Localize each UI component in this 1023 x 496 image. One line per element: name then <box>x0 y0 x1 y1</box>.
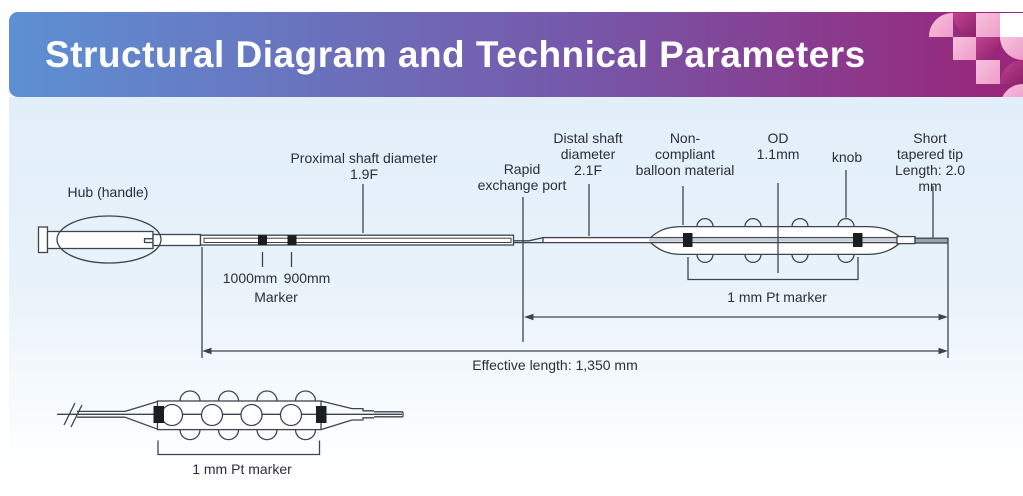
leader-lines <box>362 170 934 342</box>
detail-knob-top-2 <box>217 390 240 402</box>
arrowhead <box>938 313 948 321</box>
detail-tip-step-bottom <box>352 417 374 421</box>
detail-inner-circle-3 <box>240 403 263 427</box>
shaft-marker-1000mm <box>258 235 267 245</box>
detail-knob-bottom-4 <box>294 429 317 441</box>
hub-luer-cap <box>37 226 49 254</box>
balloon-knob-top-1 <box>696 218 714 227</box>
balloon-knob-bottom-2 <box>744 254 762 263</box>
tip-assembly <box>896 235 949 245</box>
pt-marker-left <box>683 233 693 247</box>
hub-label: Hub (handle) <box>67 184 149 200</box>
arrowhead <box>524 313 534 321</box>
header-banner: Structural Diagram and Technical Paramet… <box>9 12 1023 97</box>
tapered-tip <box>914 237 949 244</box>
balloon <box>542 218 916 263</box>
page-title: Structural Diagram and Technical Paramet… <box>45 33 866 75</box>
pt-marker-right <box>853 233 863 247</box>
balloon-knob-bottom-1 <box>696 254 714 263</box>
balloon-knob-bottom-4 <box>837 254 855 263</box>
od-label: OD 1.1mm <box>756 130 800 162</box>
balloon-material-label: Non- compliant balloon material <box>635 130 735 178</box>
mosaic-tile <box>976 13 1000 37</box>
marker-900mm-label: 900mm <box>283 270 331 286</box>
shaft-marker-900mm <box>287 235 297 245</box>
hub-body <box>46 230 154 250</box>
detail-knob-bottom-2 <box>217 429 240 441</box>
detail-pt-marker-label: 1 mm Pt marker <box>192 461 292 477</box>
detail-pt-marker-bracket <box>157 440 321 456</box>
marker-1000mm-label: 1000mm <box>222 270 278 286</box>
detail-knob-top-4 <box>294 390 317 402</box>
distal-shaft-top-lead <box>513 236 544 242</box>
detail-tip-step-top <box>352 407 374 412</box>
detail-knob-top-3 <box>256 390 278 402</box>
corner-mosaic-decoration <box>929 1 1023 107</box>
balloon-knob-top-3 <box>791 218 809 227</box>
detail-cone-right-top <box>320 400 353 410</box>
hub-notch <box>143 238 153 244</box>
short-tapered-tip-label: Short tapered tip Length: 2.0 mm <box>894 130 966 194</box>
detail-knob-top-1 <box>179 390 201 402</box>
arrowhead <box>938 347 948 355</box>
mosaic-tile <box>952 36 976 60</box>
dimension-lines <box>201 243 949 358</box>
detail-inner-circle-4 <box>279 403 303 427</box>
tip-neck <box>896 235 916 245</box>
proximal-shaft-lumen <box>203 237 512 243</box>
detail-inner-circle-2 <box>200 403 224 427</box>
break-symbol <box>63 402 76 426</box>
detail-knob-bottom-1 <box>179 429 201 441</box>
detail-inner-circle-1 <box>160 403 184 427</box>
pt-marker-bracket <box>687 257 859 281</box>
balloon-knob-bottom-3 <box>791 254 809 263</box>
mosaic-tile <box>976 60 1000 84</box>
detail-cone-left-top <box>124 400 158 413</box>
distal-shaft-label: Distal shaft diameter 2.1F <box>553 130 623 178</box>
pt-marker-label: 1 mm Pt marker <box>727 289 827 305</box>
balloon-knob-top-4 <box>837 218 855 227</box>
inner-shaft-lumen <box>649 238 902 242</box>
effective-length-label: Effective length: 1,350 mm <box>472 357 638 373</box>
detail-pt-marker-left <box>153 406 164 423</box>
rapid-exchange-label: Rapid exchange port <box>477 161 567 193</box>
detail-knob-bottom-3 <box>256 429 278 441</box>
proximal-shaft <box>199 234 515 267</box>
detail-cone-left-bottom <box>124 416 158 430</box>
marker-word-label: Marker <box>254 289 298 305</box>
arrowhead <box>202 347 212 355</box>
detail-pt-marker-right <box>316 406 327 423</box>
break-symbol <box>70 404 83 428</box>
mosaic-tile <box>999 13 1023 37</box>
distal-shaft <box>513 236 544 244</box>
balloon-knob-top-2 <box>744 218 762 227</box>
hub-highlight-ellipse <box>56 215 162 264</box>
balloon-detail-view <box>57 390 404 456</box>
proximal-shaft-label: Proximal shaft diameter 1.9F <box>290 150 438 182</box>
hub-assembly <box>37 215 202 264</box>
detail-cone-right-bottom <box>320 419 353 431</box>
knob-label: knob <box>831 149 863 165</box>
